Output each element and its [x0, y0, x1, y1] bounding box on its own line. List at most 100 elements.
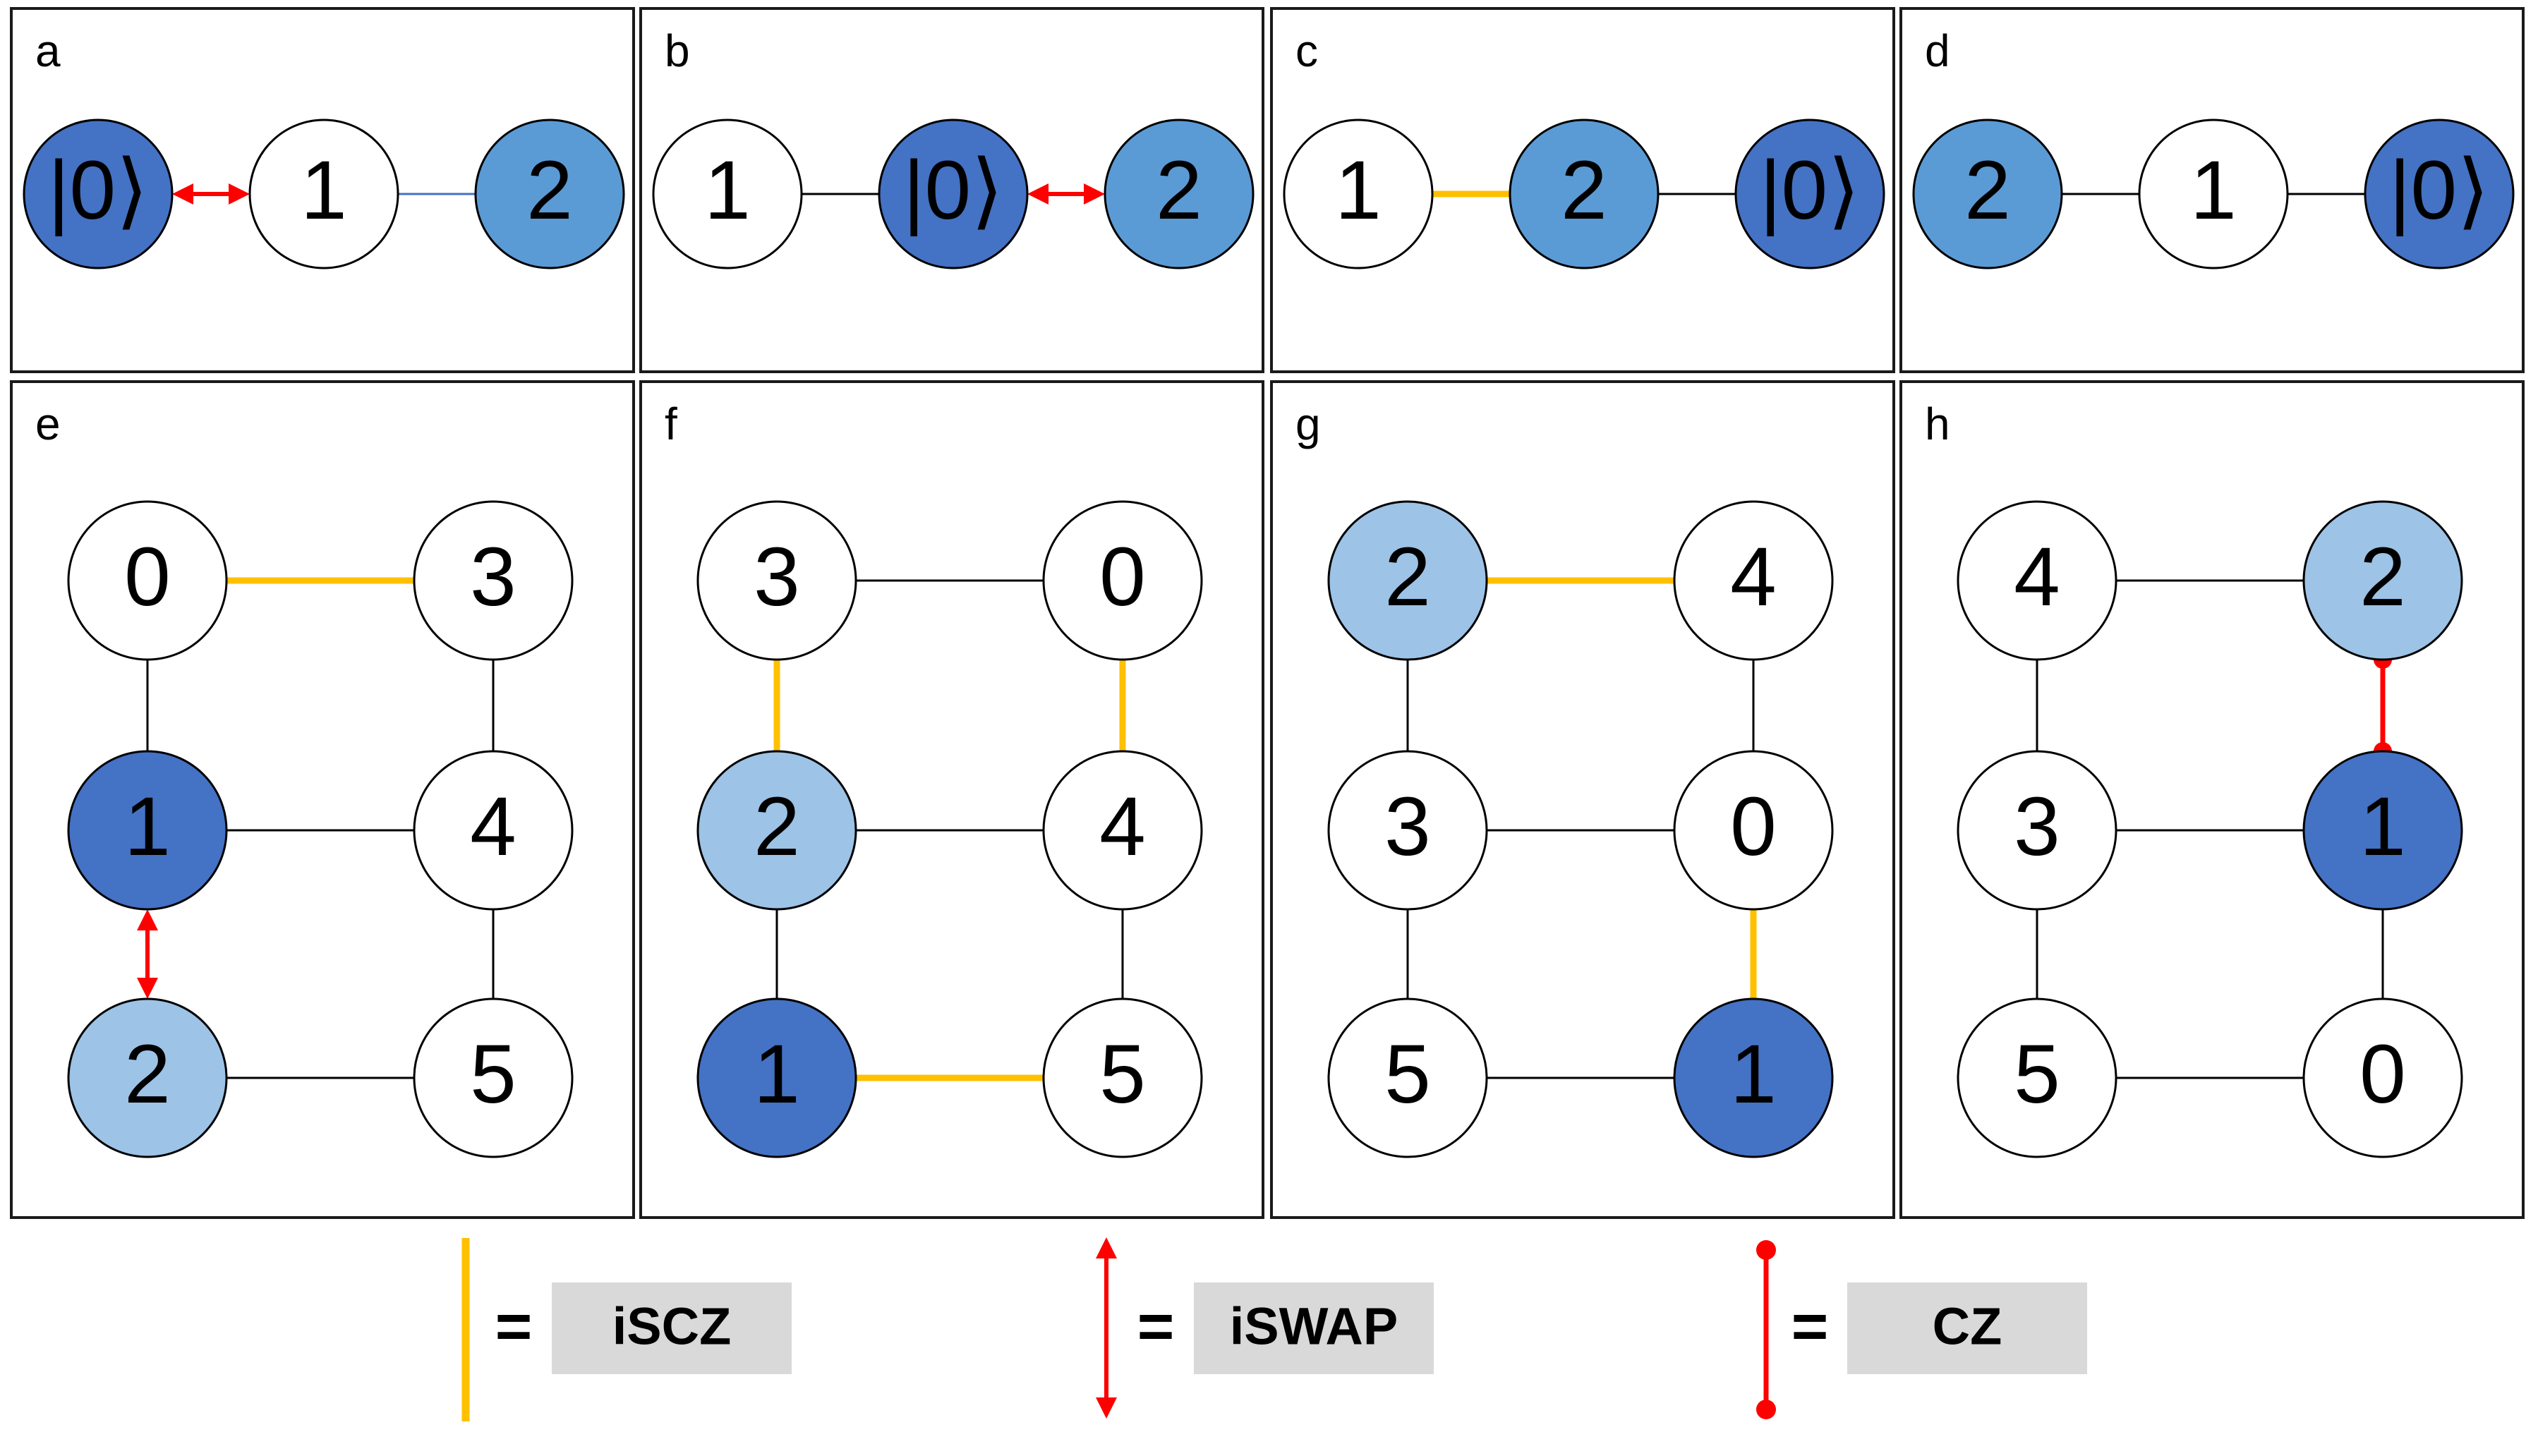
- qubit-node-label: 5: [470, 1028, 516, 1121]
- qubit-node: [1327, 500, 1488, 661]
- qubit-node-label: 4: [1730, 530, 1777, 624]
- qubit-node: [878, 119, 1029, 269]
- qubit-node-label: |0⟩: [2389, 144, 2489, 237]
- panel-label: h: [1925, 399, 1950, 449]
- cz-dot: [1756, 1400, 1776, 1419]
- qubit-node: [1673, 500, 1834, 661]
- legend-equals: =: [1137, 1292, 1175, 1362]
- panel-d-frame: [1899, 7, 2525, 373]
- panel-label: e: [35, 399, 61, 449]
- qubit-node: [696, 750, 857, 911]
- legend: = iSCZ = iSWAP = CZ: [461, 1237, 2087, 1421]
- legend-label: iSCZ: [612, 1297, 732, 1356]
- qubit-node-label: 1: [704, 144, 751, 237]
- qubit-node-label: 0: [2359, 1028, 2406, 1121]
- qubit-node: [67, 997, 228, 1158]
- qubit-node: [474, 119, 625, 269]
- qubit-node: [1957, 750, 2117, 911]
- qubit-node: [1957, 997, 2117, 1158]
- qubit-node: [1327, 997, 1488, 1158]
- qubit-node-label: 5: [1099, 1028, 1146, 1121]
- qubit-node: [2138, 119, 2289, 269]
- qubit-node: [1042, 750, 1203, 911]
- qubit-node-label: 2: [2359, 530, 2406, 624]
- qubit-node-label: 1: [1335, 144, 1382, 237]
- qubit-node-label: 2: [1156, 144, 1202, 237]
- qubit-node-label: 3: [754, 530, 800, 624]
- panel-h: h 4 2 3 1 5 0: [1899, 380, 2525, 1219]
- legend-equals: =: [495, 1292, 533, 1362]
- panel-b-frame: [639, 7, 1264, 373]
- qubit-node-label: 3: [470, 530, 516, 624]
- panel-e-frame: [10, 380, 635, 1219]
- qubit-node: [1042, 500, 1203, 661]
- qubit-node: [23, 119, 174, 269]
- panel-a-frame: [10, 7, 635, 373]
- qubit-node: [1042, 997, 1203, 1158]
- qubit-node: [1957, 500, 2117, 661]
- qubit-node: [1912, 119, 2063, 269]
- qubit-node-label: 1: [2359, 780, 2406, 873]
- cz-dot: [1756, 1240, 1776, 1260]
- qubit-node: [2302, 997, 2463, 1158]
- legend-label: CZ: [1933, 1297, 2002, 1356]
- qubit-node-label: 0: [124, 530, 171, 624]
- legend-item-iscz: = iSCZ: [461, 1238, 792, 1421]
- qubit-node-label: 4: [470, 780, 516, 873]
- qubit-node-label: |0⟩: [903, 144, 1003, 237]
- qubit-node: [1509, 119, 1660, 269]
- legend-label-box: [1194, 1282, 1434, 1374]
- qubit-node-label: 2: [754, 780, 800, 873]
- qubit-node-label: 5: [2014, 1028, 2060, 1121]
- qubit-node-label: 2: [1964, 144, 2011, 237]
- qubit-node: [67, 750, 228, 911]
- qubit-node: [1673, 750, 1834, 911]
- qubit-node-label: 3: [1384, 780, 1431, 873]
- panel-d: d 2 1 |0⟩: [1899, 7, 2525, 373]
- qubit-node: [1283, 119, 1434, 269]
- panel-label: d: [1925, 25, 1950, 76]
- qubit-node: [2302, 500, 2463, 661]
- legend-item-iswap: = iSWAP: [1096, 1237, 1434, 1419]
- qubit-node: [696, 997, 857, 1158]
- qubit-node-label: 1: [2190, 144, 2237, 237]
- panel-g-frame: [1270, 380, 1895, 1219]
- qubit-node: [248, 119, 399, 269]
- qubit-node-label: 4: [2014, 530, 2060, 624]
- qubit-node: [1327, 750, 1488, 911]
- legend-item-cz: = CZ: [1756, 1240, 2087, 1419]
- qubit-node: [1734, 119, 1885, 269]
- qubit-node-label: |0⟩: [1760, 144, 1860, 237]
- qubit-node: [67, 500, 228, 661]
- qubit-node-label: 2: [1384, 530, 1431, 624]
- qubit-node-label: 1: [124, 780, 171, 873]
- qubit-node: [2364, 119, 2515, 269]
- qubit-node: [696, 500, 857, 661]
- qubit-node: [652, 119, 803, 269]
- panel-b: b 1 |0⟩ 2: [639, 7, 1264, 373]
- panel-label: b: [665, 25, 690, 76]
- qubit-node-label: 0: [1730, 780, 1777, 873]
- legend-label-box: [1847, 1282, 2087, 1374]
- panel-label: f: [665, 399, 677, 449]
- panel-c-frame: [1270, 7, 1895, 373]
- qubit-node-label: 1: [1730, 1028, 1777, 1121]
- panel-label: c: [1295, 25, 1318, 76]
- legend-equals: =: [1791, 1292, 1829, 1362]
- qubit-node-label: 1: [301, 144, 347, 237]
- qubit-node: [1673, 997, 1834, 1158]
- qubit-node-label: 3: [2014, 780, 2060, 873]
- qubit-node: [413, 997, 574, 1158]
- qubit-node: [413, 750, 574, 911]
- legend-label: iSWAP: [1230, 1297, 1398, 1356]
- panel-label: a: [35, 25, 61, 76]
- qubit-node-label: 5: [1384, 1028, 1431, 1121]
